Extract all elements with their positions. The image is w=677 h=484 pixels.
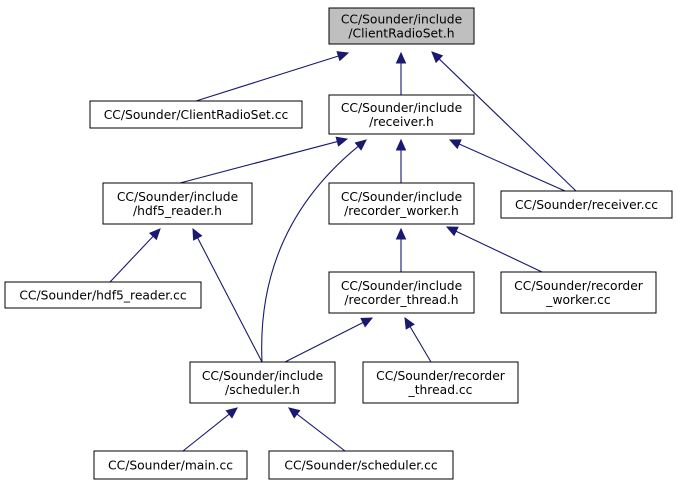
edge-line (438, 58, 577, 192)
edge-client-radio-set-cc-to-client-radio-set-h (195, 51, 350, 102)
node-label-line: /scheduler.h (225, 383, 300, 397)
node-box (328, 271, 475, 314)
node-label-line: CC/Sounder/receiver.cc (515, 198, 658, 212)
arrowhead (288, 407, 301, 419)
edge-line (109, 235, 154, 283)
edge-line (409, 326, 432, 363)
edge-scheduler-cc-to-scheduler-h (288, 407, 346, 452)
node-label-line: CC/Sounder/scheduler.cc (284, 459, 437, 473)
node-recorder-worker-h[interactable]: CC/Sounder/include/recorder_worker.h (328, 182, 475, 225)
arrowhead (395, 227, 407, 240)
node-scheduler-h[interactable]: CC/Sounder/include/scheduler.h (189, 361, 336, 404)
arrowhead (192, 227, 203, 241)
edge-line (197, 237, 263, 363)
edge-scheduler-h-to-hdf5-reader-h (192, 227, 263, 363)
edge-main-cc-to-scheduler-h (182, 407, 238, 452)
node-box (328, 182, 475, 225)
node-box (189, 361, 336, 404)
node-recorder-thread-h[interactable]: CC/Sounder/include/recorder_thread.h (328, 271, 475, 314)
edge-recorder-thread-cc-to-recorder-thread-h (404, 316, 432, 363)
node-label-line: /recorder_thread.h (344, 293, 458, 307)
edge-receiver-h-to-client-radio-set-h (395, 51, 407, 95)
node-label-line: CC/Sounder/hdf5_reader.cc (19, 289, 186, 303)
node-box (500, 190, 673, 219)
node-label-line: /receiver.h (369, 115, 434, 129)
node-label-line: CC/Sounder/include (341, 190, 462, 204)
arrowhead (336, 51, 350, 62)
edge-line (296, 413, 346, 452)
arrowhead (448, 139, 462, 150)
node-box (89, 100, 303, 129)
node-label-line: /hdf5_reader.h (133, 204, 222, 218)
node-label-line: CC/Sounder/ClientRadioSet.cc (104, 108, 289, 122)
node-label-line: CC/Sounder/recorder (514, 279, 644, 293)
nodes-layer: CC/Sounder/include/ClientRadioSet.hCC/So… (4, 7, 673, 480)
arrowhead (225, 407, 238, 419)
arrowhead (395, 138, 407, 151)
node-receiver-h[interactable]: CC/Sounder/include/receiver.h (328, 94, 475, 135)
edge-hdf5-reader-cc-to-hdf5-reader-h (109, 228, 161, 283)
node-recorder-thread-cc[interactable]: CC/Sounder/recorder_thread.cc (362, 361, 519, 404)
arrowhead (148, 228, 161, 241)
node-hdf5-reader-h[interactable]: CC/Sounder/include/hdf5_reader.h (102, 182, 253, 225)
node-label-line: CC/Sounder/include (341, 101, 462, 115)
node-box (328, 94, 475, 135)
arrowhead (431, 51, 444, 64)
node-box (4, 281, 202, 309)
edge-line (179, 141, 338, 184)
node-box (102, 182, 253, 225)
node-label-line: /recorder_worker.h (344, 204, 459, 218)
node-box (93, 450, 248, 480)
node-recorder-worker-cc[interactable]: CC/Sounder/recorder_worker.cc (500, 271, 657, 314)
edge-line (458, 143, 566, 192)
edge-scheduler-h-to-receiver-h (261, 139, 367, 363)
node-hdf5-reader-cc[interactable]: CC/Sounder/hdf5_reader.cc (4, 281, 202, 309)
node-box (268, 450, 454, 480)
node-label-line: _thread.cc (408, 383, 473, 397)
edge-line (182, 413, 230, 452)
arrowhead (445, 226, 459, 237)
node-label-line: CC/Sounder/include (341, 13, 462, 27)
edge-line (195, 55, 339, 102)
edge-recorder-worker-cc-to-recorder-worker-h (445, 226, 543, 273)
edge-line (455, 230, 543, 273)
edge-line (261, 145, 359, 363)
edge-scheduler-h-to-recorder-thread-h (284, 317, 374, 363)
node-label-line: /ClientRadioSet.h (348, 27, 454, 41)
node-label-line: CC/Sounder/recorder (376, 369, 506, 383)
node-receiver-cc[interactable]: CC/Sounder/receiver.cc (500, 190, 673, 219)
node-label-line: CC/Sounder/include (341, 279, 462, 293)
node-client-radio-set-h: CC/Sounder/include/ClientRadioSet.h (328, 7, 475, 45)
edges-layer (109, 51, 577, 452)
arrowhead (335, 136, 349, 147)
node-label-line: _worker.cc (545, 293, 610, 307)
node-scheduler-cc[interactable]: CC/Sounder/scheduler.cc (268, 450, 454, 480)
edge-line (284, 322, 364, 363)
node-box (362, 361, 519, 404)
arrowhead (404, 316, 415, 330)
node-main-cc[interactable]: CC/Sounder/main.cc (93, 450, 248, 480)
node-label-line: CC/Sounder/include (202, 369, 323, 383)
node-label-line: CC/Sounder/include (117, 190, 238, 204)
edge-recorder-worker-h-to-receiver-h (395, 138, 407, 183)
node-box (328, 7, 475, 45)
arrowhead (395, 51, 407, 64)
node-label-line: CC/Sounder/main.cc (108, 459, 233, 473)
arrowhead (354, 139, 367, 151)
arrowhead (360, 317, 374, 328)
node-box (500, 271, 657, 314)
edge-hdf5-reader-h-to-receiver-h (179, 136, 349, 184)
edge-receiver-cc-to-receiver-h (448, 139, 566, 192)
node-client-radio-set-cc[interactable]: CC/Sounder/ClientRadioSet.cc (89, 100, 303, 129)
edge-recorder-thread-h-to-recorder-worker-h (395, 227, 407, 272)
edge-receiver-cc-to-client-radio-set-h (431, 51, 577, 192)
